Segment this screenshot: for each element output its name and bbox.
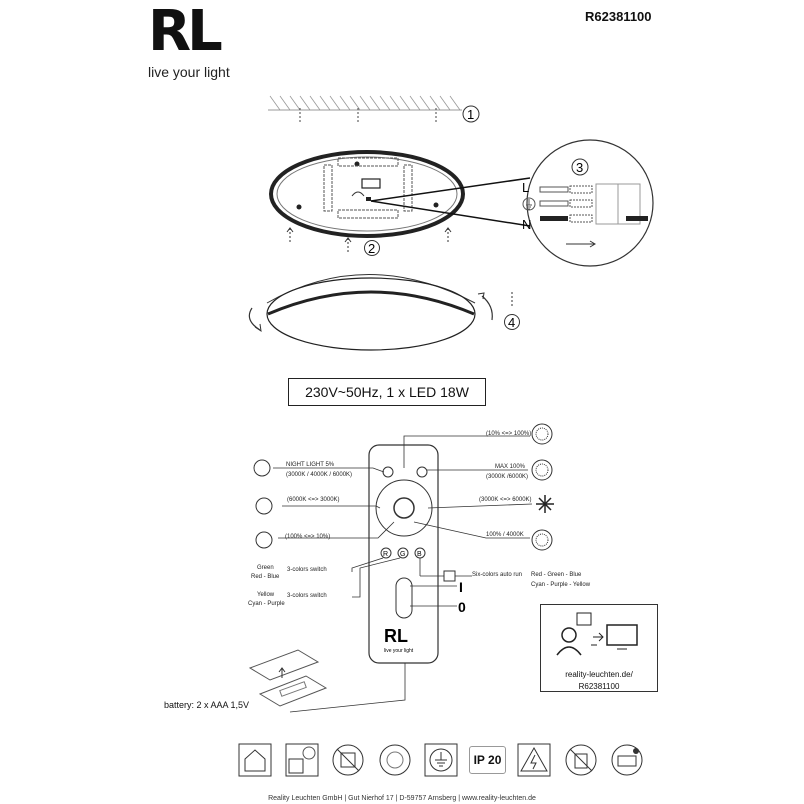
label-rgb-sequence: Red - Green - Blue — [531, 572, 582, 578]
info-box: reality-leuchten.de/ R62381100 — [540, 604, 658, 692]
no-dimmer-icon — [329, 741, 367, 779]
footer-city: D-59757 Arnsberg — [396, 795, 457, 802]
label-auto-run: Six-colors auto run — [472, 572, 523, 578]
label-max-temp: (3000K /6000K) — [486, 474, 529, 480]
snowflake-icon — [536, 495, 554, 513]
product-code: R62381100 — [585, 9, 652, 24]
r-label: R — [383, 551, 388, 558]
brand-tagline: live your light — [148, 64, 230, 80]
max-button[interactable] — [416, 466, 428, 478]
wire-neutral-label: N — [522, 217, 531, 232]
weee-icon — [562, 741, 600, 779]
label-night-light-temp: (3000K / 4000K / 6000K) — [286, 472, 353, 478]
power-spec: 230V~50Hz, 1 x LED 18W — [288, 378, 486, 406]
label-dim-left: (100% <=> 10%) — [285, 534, 331, 540]
brand-logo: RL — [148, 0, 223, 64]
on-label: I — [459, 579, 463, 595]
step-2-circle — [364, 240, 380, 256]
base-plate — [269, 150, 465, 238]
mounting-arrows — [286, 227, 452, 252]
label-max: MAX 100% — [495, 464, 526, 470]
battery-spec: battery: 2 x AAA 1,5V — [164, 700, 250, 710]
no-retrofit-icon — [376, 741, 414, 779]
label-cyp-sequence: Cyan - Purple - Yellow — [531, 582, 591, 588]
g-label: G — [400, 551, 405, 558]
power-supply-icon — [608, 741, 646, 779]
high-voltage-icon — [515, 741, 553, 779]
label-night-light: NIGHT LIGHT 5% — [286, 462, 335, 468]
zoom-line-bottom — [370, 200, 531, 227]
info-code: R62381100 — [578, 682, 620, 691]
label-yellow: Yellow — [257, 592, 275, 598]
label-cct-right: (3000K <=> 6000K) — [479, 497, 532, 503]
auto-run-button[interactable] — [443, 570, 456, 582]
power-button[interactable] — [393, 497, 415, 519]
certification-row: IP 20 — [236, 740, 646, 780]
off-label: 0 — [458, 599, 466, 615]
step-4-circle — [504, 314, 520, 330]
leader-lines — [273, 435, 533, 713]
remote-body — [368, 444, 439, 664]
screw-marks — [299, 108, 437, 124]
ground-icon — [422, 741, 460, 779]
ip-rating-icon: IP 20 — [468, 741, 507, 779]
label-cct-left: (6000K <=> 3000K) — [287, 497, 340, 503]
wire-live-label: L — [522, 180, 529, 195]
r-button[interactable] — [380, 547, 392, 559]
footer-street: Gut Nierhof 17 — [344, 795, 393, 802]
info-url[interactable]: reality-leuchten.de/ — [565, 670, 633, 679]
bulb-icons — [253, 423, 553, 551]
step-1-circle — [462, 105, 480, 123]
footer: Reality Leuchten GmbH Gut Nierhof 17 D-5… — [0, 795, 804, 802]
label-green: Green — [257, 565, 274, 571]
surface-mount-icon — [283, 741, 321, 779]
g-button[interactable] — [397, 547, 409, 559]
battery-illustration — [248, 649, 328, 707]
label-switch-1: 3-colors switch — [287, 567, 327, 573]
step-4-label: 4 — [508, 315, 515, 330]
zoom-line-top — [370, 177, 531, 202]
step-2-label: 2 — [368, 241, 375, 256]
support-icon — [556, 612, 638, 656]
ceiling-hatch — [268, 95, 462, 111]
remote-logo: RL — [384, 626, 408, 646]
footer-company: Reality Leuchten GmbH — [268, 795, 343, 802]
footer-website[interactable]: www.reality-leuchten.de — [458, 795, 536, 802]
b-label: B — [417, 551, 422, 558]
step-1-label: 1 — [467, 107, 474, 122]
onoff-switch[interactable] — [395, 577, 413, 619]
indoor-use-icon — [236, 741, 274, 779]
label-default: 100% / 4000K — [486, 532, 524, 538]
label-switch-2: 3-colors switch — [287, 593, 327, 599]
label-red-blue: Red - Blue — [251, 574, 280, 580]
wiring-detail — [522, 139, 654, 267]
label-top-dim: (10% <=> 100%) — [486, 431, 532, 437]
ip-rating: IP 20 — [468, 746, 507, 774]
remote-tagline: live your light — [384, 648, 414, 654]
label-cyan-purple: Cyan - Purple — [248, 601, 285, 607]
diffuser — [248, 274, 513, 351]
step-3-label: 3 — [576, 160, 583, 175]
